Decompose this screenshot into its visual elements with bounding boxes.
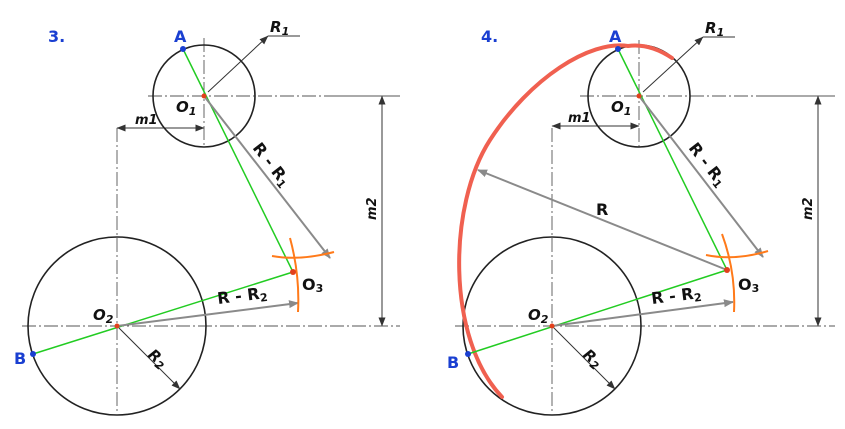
arrow-r-minus-r1 bbox=[638, 95, 764, 258]
r2-leader bbox=[116, 325, 181, 390]
green-line-a-o3 bbox=[617, 48, 728, 271]
step-label: 4. bbox=[481, 27, 498, 46]
r-minus-r2-label: R - R2 bbox=[216, 283, 268, 310]
r-label: R bbox=[596, 200, 608, 219]
orange-arc-r-minus-r1 bbox=[705, 250, 769, 259]
center-o2-dot bbox=[549, 323, 555, 329]
point-a-dot bbox=[615, 46, 621, 52]
panel-step-4: 4. A B R1 O1 O2 O3 R2 m1 m2 R - R1 R - R… bbox=[447, 19, 835, 416]
r1-leader bbox=[207, 35, 269, 93]
orange-arc-r-minus-r1 bbox=[271, 251, 335, 259]
m1-label: m1 bbox=[135, 113, 158, 128]
r1-label: R1 bbox=[705, 19, 724, 39]
point-a-dot bbox=[180, 46, 186, 52]
r-minus-r2-label: R - R2 bbox=[650, 283, 702, 310]
center-o1-dot bbox=[201, 93, 207, 99]
circle-o2 bbox=[462, 236, 642, 416]
r1-label: R1 bbox=[270, 18, 289, 38]
point-b-label: B bbox=[14, 349, 26, 368]
o1-label: O1 bbox=[176, 98, 196, 118]
point-a-label: A bbox=[609, 27, 622, 46]
center-o1-dot bbox=[636, 93, 642, 99]
r2-label: R2 bbox=[143, 345, 171, 373]
circle-o2 bbox=[27, 236, 207, 416]
center-o3-dot bbox=[290, 269, 296, 275]
circle-o1 bbox=[152, 44, 256, 148]
m1-label: m1 bbox=[568, 111, 591, 126]
o3-label: O3 bbox=[302, 275, 323, 295]
o2-label: O2 bbox=[93, 306, 114, 326]
point-a-label: A bbox=[174, 27, 187, 46]
center-o2-dot bbox=[114, 323, 120, 329]
o1-label: O1 bbox=[611, 98, 631, 118]
arrow-r-minus-r2 bbox=[551, 299, 734, 327]
point-b-label: B bbox=[447, 353, 459, 372]
panel-step-3: 3. A B R1 O1 O2 O3 R2 m1 m2 R - R1 R - R… bbox=[14, 18, 400, 416]
point-b-dot bbox=[30, 351, 36, 357]
green-line-a-o3 bbox=[182, 48, 294, 273]
m2-label: m2 bbox=[801, 197, 816, 220]
r2-label: R2 bbox=[578, 345, 606, 373]
green-line-b-o3 bbox=[32, 271, 294, 355]
point-b-dot bbox=[465, 351, 471, 357]
green-line-b-o3 bbox=[467, 269, 728, 355]
center-o3-dot bbox=[724, 267, 730, 273]
red-arc-r bbox=[457, 43, 674, 399]
o2-label: O2 bbox=[528, 306, 549, 326]
arrow-r bbox=[477, 169, 728, 271]
orange-arc-r-minus-r2 bbox=[721, 233, 736, 313]
step-label: 3. bbox=[48, 27, 65, 46]
o3-label: O3 bbox=[738, 275, 759, 295]
m2-label: m2 bbox=[365, 197, 380, 220]
arrow-r-minus-r2 bbox=[116, 300, 299, 327]
arrow-r-minus-r1 bbox=[203, 95, 331, 259]
r1-leader bbox=[642, 36, 704, 93]
orange-arc-r-minus-r2 bbox=[289, 237, 300, 313]
r2-leader bbox=[551, 325, 616, 390]
